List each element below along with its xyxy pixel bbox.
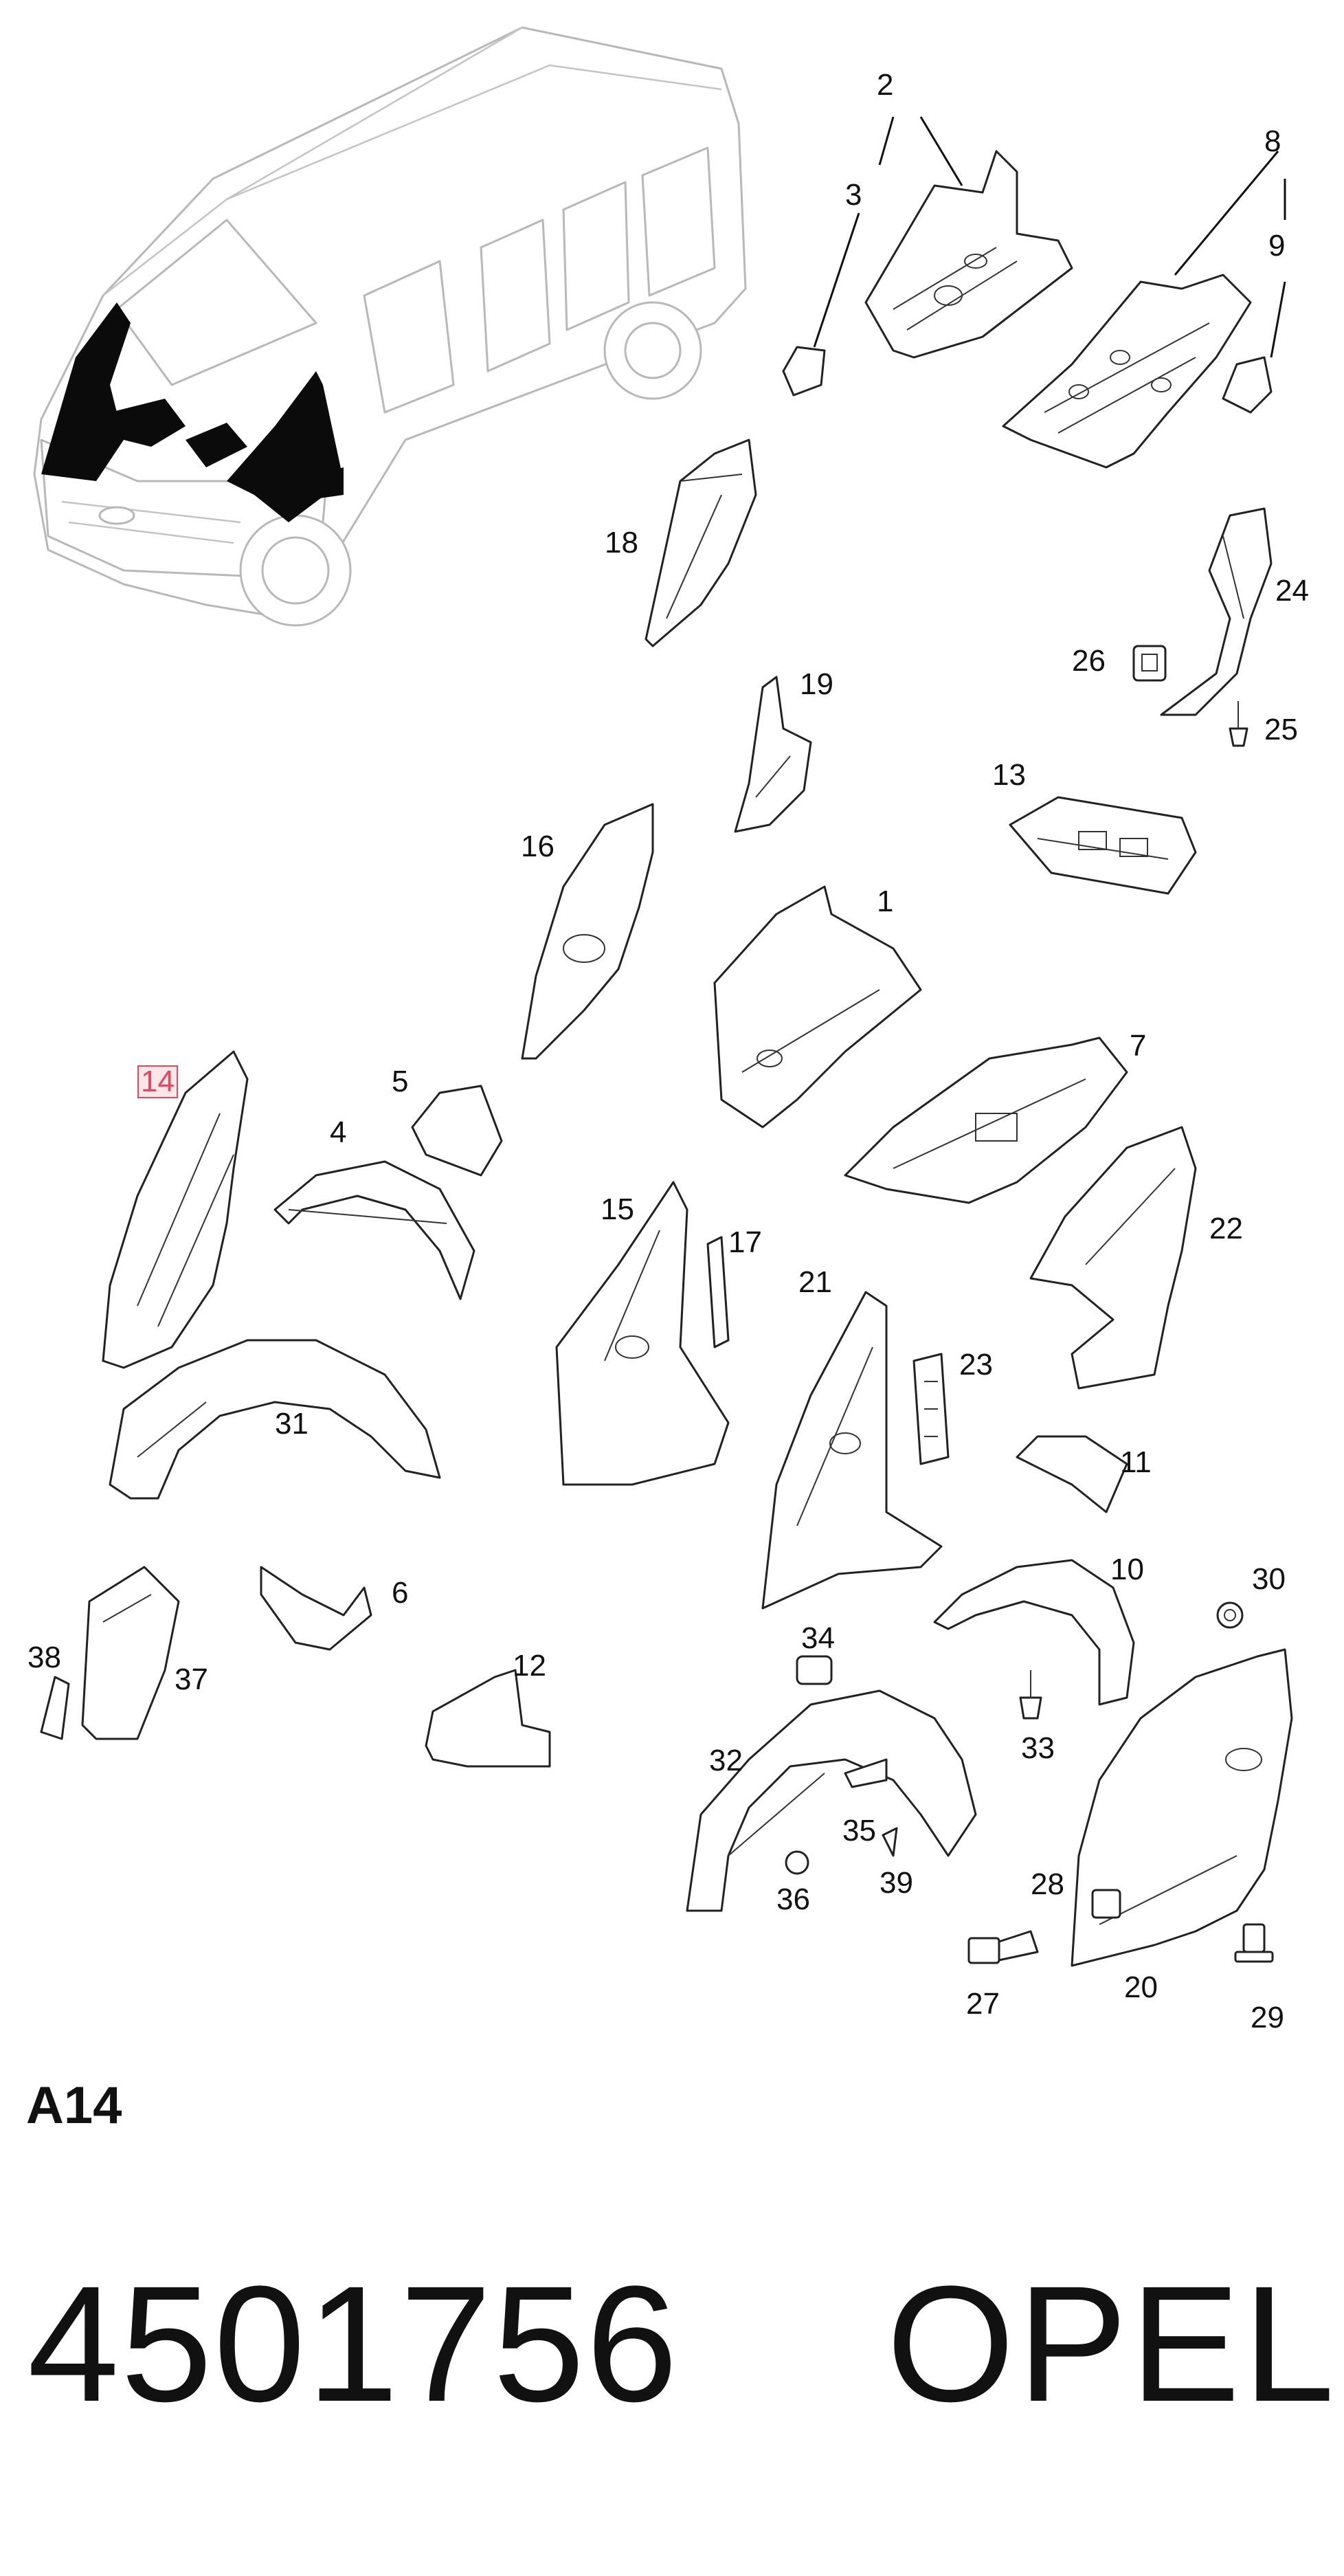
part-24[interactable] <box>1160 507 1273 716</box>
van-overview-illustration <box>33 26 747 627</box>
parts-drawing <box>33 26 1293 1967</box>
part-21[interactable] <box>761 1291 943 1610</box>
callout-6[interactable]: 6 <box>392 1576 409 1610</box>
part-31[interactable] <box>109 1339 441 1500</box>
callout-8[interactable]: 8 <box>1264 124 1281 158</box>
part-27[interactable] <box>967 1930 1039 1964</box>
exploded-parts-diagram: 2 3 8 9 18 24 26 25 19 13 16 1 7 14 5 4 … <box>27 26 1309 2034</box>
part-9[interactable] <box>1222 356 1273 414</box>
part-5[interactable] <box>411 1085 503 1177</box>
part-18[interactable] <box>645 438 757 647</box>
callout-34[interactable]: 34 <box>801 1621 835 1655</box>
callout-31[interactable]: 31 <box>275 1407 309 1441</box>
callout-38[interactable]: 38 <box>27 1641 61 1674</box>
callout-32[interactable]: 32 <box>709 1744 743 1777</box>
callout-25[interactable]: 25 <box>1264 713 1298 746</box>
callout-39[interactable]: 39 <box>880 1866 913 1900</box>
part-4[interactable] <box>273 1160 475 1300</box>
callout-36[interactable]: 36 <box>776 1883 810 1916</box>
callout-26[interactable]: 26 <box>1072 644 1106 678</box>
callout-29[interactable]: 29 <box>1251 2001 1284 2034</box>
part-36[interactable] <box>785 1850 809 1875</box>
part-14[interactable] <box>102 1050 249 1369</box>
callout-2[interactable]: 2 <box>877 68 894 102</box>
callout-1[interactable]: 1 <box>877 885 894 918</box>
part-7[interactable] <box>844 1036 1128 1204</box>
part-number: 4501756 <box>27 2252 680 2436</box>
part-32[interactable] <box>686 1689 977 1912</box>
callout-35[interactable]: 35 <box>842 1814 876 1847</box>
brand-name: OPEL <box>886 2252 1338 2436</box>
part-12[interactable] <box>425 1669 551 1768</box>
callout-19[interactable]: 19 <box>800 667 833 701</box>
part-19[interactable] <box>734 676 812 833</box>
part-3[interactable] <box>782 346 826 397</box>
part-16[interactable] <box>521 803 654 1060</box>
callout-11[interactable]: 11 <box>1120 1445 1152 1479</box>
callout-7[interactable]: 7 <box>1130 1029 1147 1063</box>
callout-24[interactable]: 24 <box>1275 574 1309 608</box>
part-35[interactable] <box>844 1758 888 1788</box>
callout-23[interactable]: 23 <box>959 1348 993 1381</box>
part-10[interactable] <box>933 1559 1135 1706</box>
callout-13[interactable]: 13 <box>992 758 1026 792</box>
callout-17[interactable]: 17 <box>728 1225 762 1259</box>
callout-14-highlighted[interactable]: 14 <box>137 1065 178 1098</box>
callout-18[interactable]: 18 <box>605 526 638 559</box>
part-33[interactable] <box>1019 1670 1042 1720</box>
callout-15[interactable]: 15 <box>601 1192 634 1226</box>
callout-33[interactable]: 33 <box>1021 1731 1055 1765</box>
callout-30[interactable]: 30 <box>1252 1562 1286 1596</box>
part-1[interactable] <box>713 885 922 1129</box>
callout-28[interactable]: 28 <box>1031 1867 1064 1901</box>
callout-9[interactable]: 9 <box>1268 229 1286 263</box>
callout-37[interactable]: 37 <box>175 1663 208 1696</box>
part-37[interactable] <box>81 1566 180 1740</box>
callout-27[interactable]: 27 <box>966 1987 1000 2021</box>
part-6[interactable] <box>260 1566 372 1651</box>
part-29[interactable] <box>1234 1923 1274 1963</box>
part-30[interactable] <box>1216 1601 1244 1629</box>
part-23[interactable] <box>912 1353 950 1465</box>
part-17[interactable] <box>706 1236 730 1348</box>
part-11[interactable] <box>1016 1435 1128 1513</box>
callout-20[interactable]: 20 <box>1124 1970 1158 2004</box>
callout-16[interactable]: 16 <box>521 830 555 863</box>
part-34[interactable] <box>796 1655 833 1685</box>
part-26[interactable] <box>1132 645 1167 682</box>
callout-3[interactable]: 3 <box>845 178 862 212</box>
part-28[interactable] <box>1091 1889 1121 1919</box>
callout-4[interactable]: 4 <box>330 1115 347 1149</box>
part-8[interactable] <box>1002 274 1252 469</box>
part-22[interactable] <box>1029 1126 1197 1390</box>
part-39[interactable] <box>882 1827 898 1857</box>
part-38[interactable] <box>40 1676 70 1740</box>
callout-12[interactable]: 12 <box>513 1649 546 1683</box>
leader-lines <box>813 116 1286 358</box>
section-code: A14 <box>26 2076 122 2135</box>
callout-10[interactable]: 10 <box>1110 1553 1144 1586</box>
callout-5[interactable]: 5 <box>392 1065 409 1098</box>
callout-22[interactable]: 22 <box>1209 1212 1243 1245</box>
part-15[interactable] <box>555 1181 730 1486</box>
part-2[interactable] <box>864 150 1073 359</box>
part-25[interactable] <box>1229 701 1248 747</box>
part-20[interactable] <box>1071 1648 1293 1967</box>
callout-21[interactable]: 21 <box>798 1265 832 1299</box>
part-13[interactable] <box>1009 796 1197 895</box>
